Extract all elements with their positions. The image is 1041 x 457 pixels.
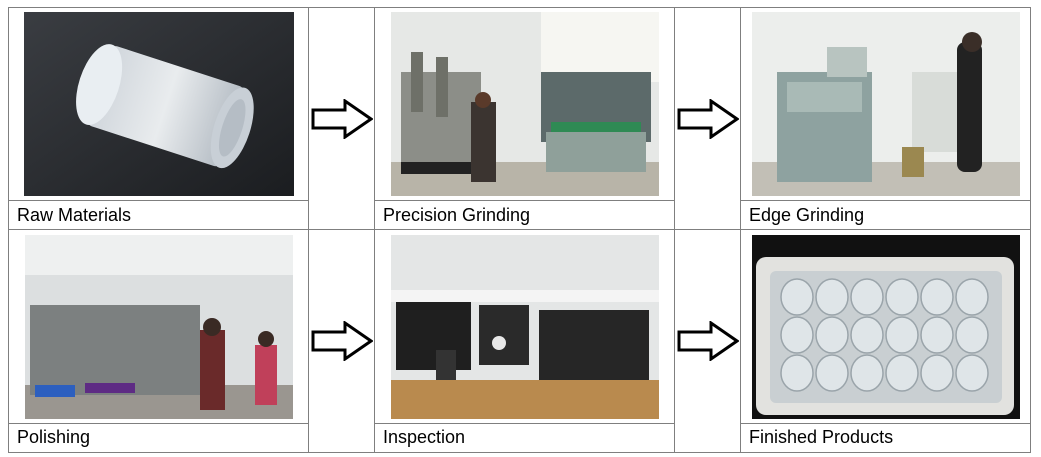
step-6-label: Finished Products xyxy=(740,422,1031,454)
right-arrow-icon xyxy=(309,98,374,139)
lens-tray-photo xyxy=(751,234,1020,419)
polishing-workshop-photo xyxy=(24,234,293,419)
step-5-photo-cell xyxy=(374,229,675,424)
right-arrow-icon xyxy=(675,321,740,362)
process-flow-table: Raw Materials Precision Grinding Edge Gr… xyxy=(8,6,1031,454)
step-1-label: Raw Materials xyxy=(8,200,309,231)
step-3-photo-cell xyxy=(740,6,1031,202)
edge-grinding-machine-photo xyxy=(751,12,1020,197)
arrow-cell-3 xyxy=(308,229,375,453)
right-arrow-icon xyxy=(675,98,740,139)
step-1-photo-cell xyxy=(8,6,309,202)
glass-cylinder-photo xyxy=(23,12,294,197)
step-2-label: Precision Grinding xyxy=(374,200,675,231)
inspection-room-photo xyxy=(390,234,659,419)
right-arrow-icon xyxy=(309,321,374,362)
step-2-photo-cell xyxy=(374,6,675,202)
grinding-workshop-photo xyxy=(390,12,659,197)
arrow-cell-4 xyxy=(674,229,741,453)
arrow-cell-1 xyxy=(308,6,375,231)
step-3-label: Edge Grinding xyxy=(740,200,1031,231)
step-6-photo-cell xyxy=(740,229,1031,424)
step-5-label: Inspection xyxy=(374,422,675,454)
step-4-photo-cell xyxy=(8,229,309,424)
step-4-label: Polishing xyxy=(8,422,309,454)
arrow-cell-2 xyxy=(674,6,741,231)
